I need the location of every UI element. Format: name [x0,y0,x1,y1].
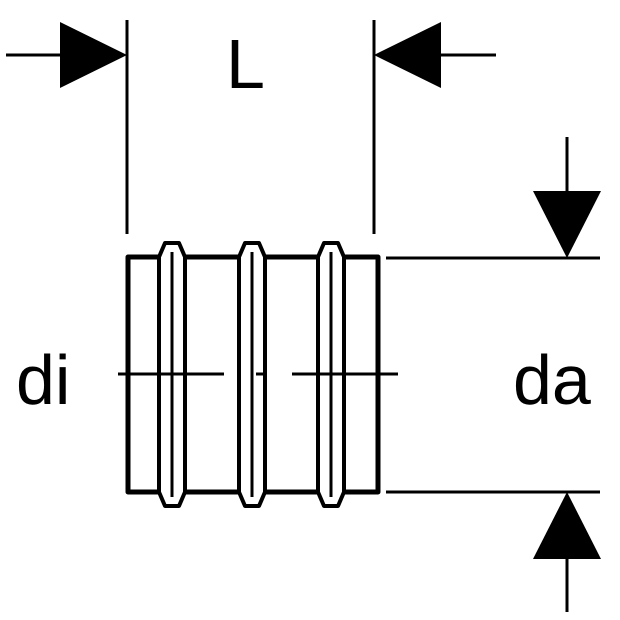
outer-diameter-dimension [386,137,601,612]
inner-diameter-label: di [16,341,70,419]
length-label: L [226,25,265,103]
length-dimension [6,20,496,234]
arrow-down-icon [533,191,601,258]
arrow-right-icon [60,22,127,88]
arrow-left-icon [374,22,441,88]
arrow-up-icon [533,492,601,559]
outer-diameter-label: da [513,341,591,419]
pressing-bead-2 [237,241,267,508]
